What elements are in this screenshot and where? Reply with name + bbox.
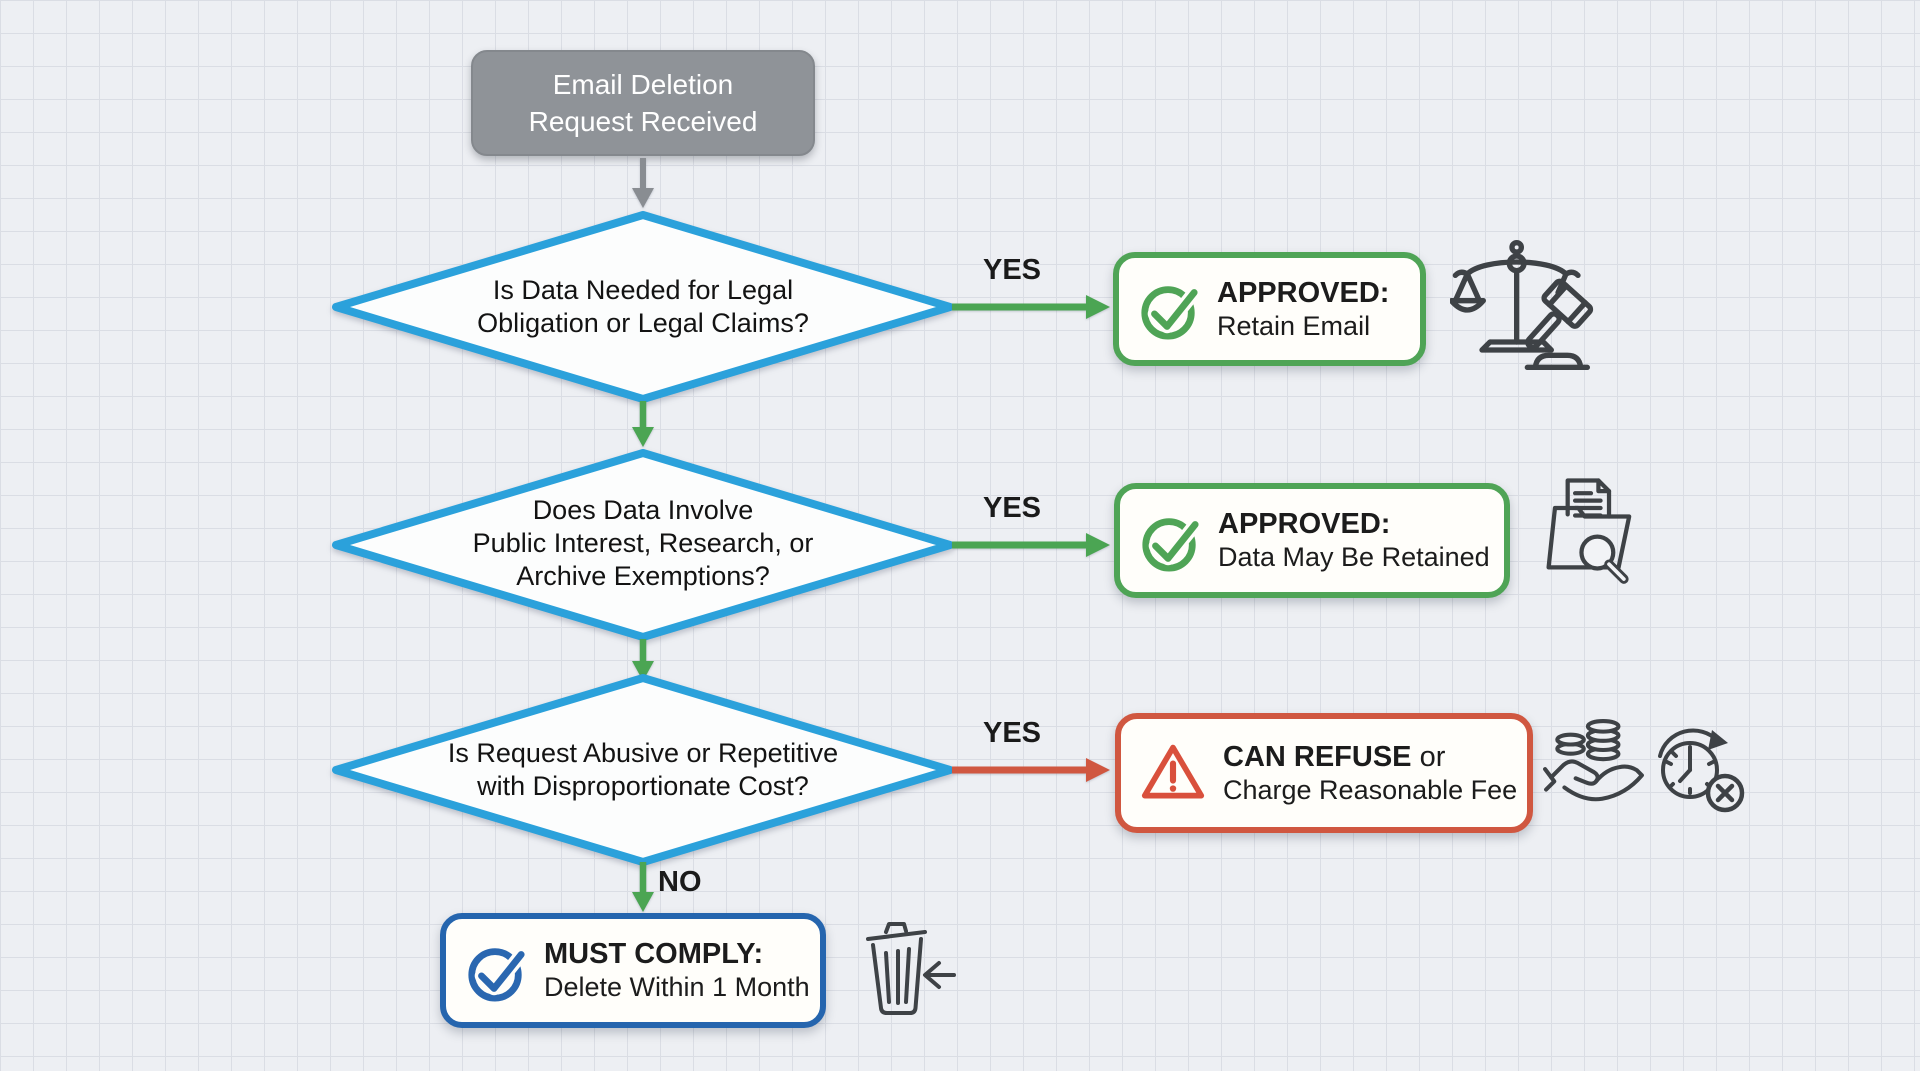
start-node-line2: Request Received bbox=[528, 106, 758, 137]
folder-document-magnifier-icon bbox=[1546, 478, 1632, 584]
outcome-can-refuse: CAN REFUSE or Charge Reasonable Fee bbox=[1115, 713, 1533, 833]
arrow-decision3-no bbox=[632, 862, 654, 912]
outcome-approved-data-retained: APPROVED: Data May Be Retained bbox=[1114, 483, 1510, 598]
outcome1-title: APPROVED: bbox=[1217, 276, 1390, 309]
decision3-line1: Is Request Abusive or Repetitive bbox=[447, 738, 839, 768]
arrow-start-to-decision1 bbox=[632, 158, 654, 208]
decision1-text: Is Data Needed for Legal Obligation or L… bbox=[393, 247, 893, 367]
justice-scales-gavel-icon bbox=[1450, 240, 1594, 370]
outcome1-text: APPROVED: Retain Email bbox=[1217, 277, 1389, 342]
decision2-diamond bbox=[332, 449, 954, 641]
arrow-decision3-yes bbox=[952, 758, 1110, 782]
outcome4-text: MUST COMPLY: Delete Within 1 Month bbox=[544, 938, 810, 1003]
edge-label-no: NO bbox=[658, 866, 702, 898]
outcome-approved-retain-email: APPROVED: Retain Email bbox=[1113, 252, 1426, 366]
arrow-decision2-to-decision3 bbox=[632, 639, 654, 681]
decision1-line2: Obligation or Legal Claims? bbox=[477, 308, 809, 338]
outcome3-text: CAN REFUSE or Charge Reasonable Fee bbox=[1223, 740, 1518, 805]
check-circle-icon bbox=[1138, 278, 1200, 340]
outcome2-subtitle: Data May Be Retained bbox=[1218, 542, 1490, 572]
warning-triangle-icon bbox=[1140, 740, 1206, 806]
outcome1-subtitle: Retain Email bbox=[1217, 310, 1371, 341]
edge-label-yes-2: YES bbox=[982, 492, 1042, 524]
decision2-text: Does Data Involve Public Interest, Resea… bbox=[393, 483, 893, 603]
edge-label-yes-1: YES bbox=[982, 254, 1042, 286]
arrow-decision1-yes bbox=[952, 295, 1110, 319]
arrow-decision2-yes bbox=[952, 533, 1110, 557]
check-circle-icon bbox=[1139, 510, 1201, 572]
check-circle-icon bbox=[465, 940, 527, 1002]
decision3-line2: with Disproportionate Cost? bbox=[477, 771, 809, 801]
decision2-line3: Archive Exemptions? bbox=[516, 560, 770, 591]
decision3-text: Is Request Abusive or Repetitive with Di… bbox=[393, 710, 893, 830]
outcome3-title: CAN REFUSE bbox=[1223, 740, 1412, 773]
start-node: Email Deletion Request Received bbox=[471, 50, 815, 156]
trash-delete-icon bbox=[866, 922, 956, 1015]
outcome2-text: APPROVED: Data May Be Retained bbox=[1218, 508, 1490, 573]
decision1-diamond bbox=[332, 211, 954, 403]
start-node-line1: Email Deletion bbox=[552, 69, 734, 100]
outcome4-subtitle: Delete Within 1 Month bbox=[544, 972, 810, 1002]
decision2-line1: Does Data Involve bbox=[532, 494, 754, 525]
outcome2-title: APPROVED: bbox=[1218, 508, 1391, 540]
clock-denied-icon bbox=[1658, 728, 1745, 813]
outcome4-title: MUST COMPLY: bbox=[544, 938, 764, 970]
hand-coins-icon bbox=[1543, 719, 1644, 802]
decision1-line1: Is Data Needed for Legal bbox=[492, 275, 794, 305]
arrow-decision1-to-decision2 bbox=[632, 401, 654, 447]
decision2-line2: Public Interest, Research, or bbox=[472, 527, 814, 558]
outcome-must-comply: MUST COMPLY: Delete Within 1 Month bbox=[440, 913, 826, 1028]
outcome3-subtitle: Charge Reasonable Fee bbox=[1223, 774, 1518, 805]
edge-label-yes-3: YES bbox=[982, 717, 1042, 749]
